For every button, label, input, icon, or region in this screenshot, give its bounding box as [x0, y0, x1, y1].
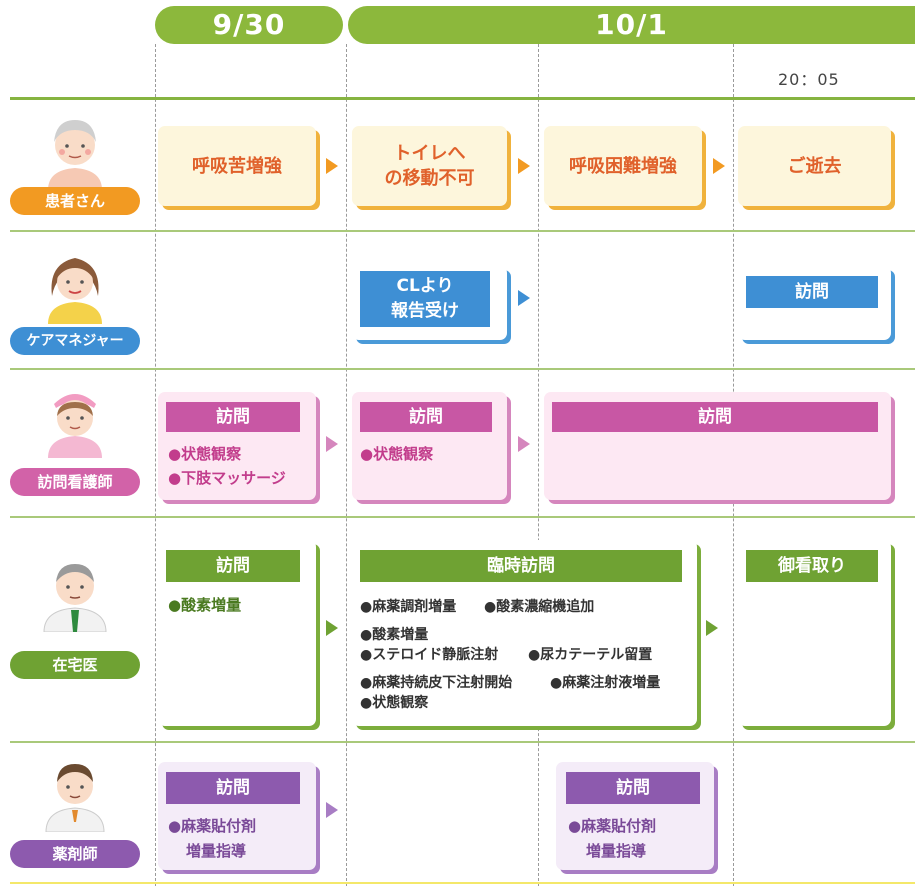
row-divider: [10, 741, 915, 743]
event-item: ●下肢マッサージ: [168, 469, 286, 487]
event-item: ●酸素増量: [360, 627, 429, 643]
arrow-right-icon: [713, 158, 725, 174]
role-label-doctor: 在宅医: [10, 651, 140, 679]
event-text: 呼吸苦増強: [192, 156, 282, 177]
event-title: 訪問: [166, 550, 300, 582]
row-divider: [10, 230, 915, 232]
event-box: [158, 126, 316, 206]
event-title: 訪問: [566, 772, 700, 804]
event-title: 御看取り: [746, 550, 878, 582]
event-item: ●状態観察: [360, 445, 434, 463]
event-item: ●麻薬貼付剤: [568, 817, 657, 835]
arrow-right-icon: [326, 802, 338, 818]
arrow-right-icon: [518, 290, 530, 306]
event-text: の移動不可: [384, 168, 475, 189]
nurse-avatar: [48, 394, 102, 458]
event-box: [738, 126, 891, 206]
time-label: 20：05: [778, 70, 840, 89]
event-item: ●酸素増量: [168, 596, 242, 614]
event-title: 訪問: [166, 402, 300, 432]
arrow-right-icon: [518, 436, 530, 452]
event-item: ●酸素濃縮機追加: [484, 599, 595, 615]
elderly-patient-avatar: [48, 120, 102, 190]
arrow-right-icon: [706, 620, 718, 636]
event-item: 増量指導: [186, 842, 247, 860]
event-box: [544, 126, 702, 206]
event-title: 訪問: [552, 402, 878, 432]
care-manager-avatar: [48, 258, 102, 324]
event-title: 訪問: [166, 772, 300, 804]
event-item: ●状態観察: [168, 445, 242, 463]
event-text: トイレへ: [393, 143, 466, 164]
event-title: 訪問: [746, 276, 878, 308]
event-item: ●状態観察: [360, 695, 429, 711]
event-text: 呼吸困難増強: [569, 156, 677, 177]
role-label-patient: 患者さん: [10, 187, 140, 215]
event-title: 臨時訪問: [360, 550, 682, 582]
date-9-30: 9/30: [155, 6, 343, 44]
row-divider: [10, 516, 915, 518]
arrow-right-icon: [326, 158, 338, 174]
event-item: ●麻薬注射液増量: [550, 675, 661, 691]
divider-line: [538, 44, 539, 886]
event-item: 増量指導: [586, 842, 647, 860]
event-item: ●麻薬持続皮下注射開始: [360, 675, 513, 691]
row-divider: [10, 882, 915, 884]
row-divider: [10, 97, 915, 100]
event-text: ご逝去: [787, 156, 842, 177]
role-label-nurse: 訪問看護師: [10, 468, 140, 496]
event-box: [352, 126, 507, 206]
divider-line: [155, 44, 156, 886]
event-item: ●麻薬貼付剤: [168, 817, 257, 835]
event-title: 訪問: [360, 402, 492, 432]
role-label-care-manager: ケアマネジャー: [10, 327, 140, 355]
event-item: ●麻薬調剤増量: [360, 599, 457, 615]
event-item: ●尿カテーテル留置: [528, 647, 653, 663]
divider-line: [346, 44, 347, 886]
date-10-1: 10/1: [348, 6, 915, 44]
event-title: CLより: [396, 276, 454, 296]
arrow-right-icon: [518, 158, 530, 174]
role-label-pharmacist: 薬剤師: [10, 840, 140, 868]
event-title: 報告受け: [391, 301, 459, 321]
doctor-avatar: [43, 564, 107, 632]
row-divider: [10, 368, 915, 370]
arrow-right-icon: [326, 620, 338, 636]
event-bar: [360, 271, 490, 327]
pharmacist-avatar: [45, 764, 105, 832]
arrow-right-icon: [326, 436, 338, 452]
event-item: ●ステロイド静脈注射: [360, 647, 499, 663]
